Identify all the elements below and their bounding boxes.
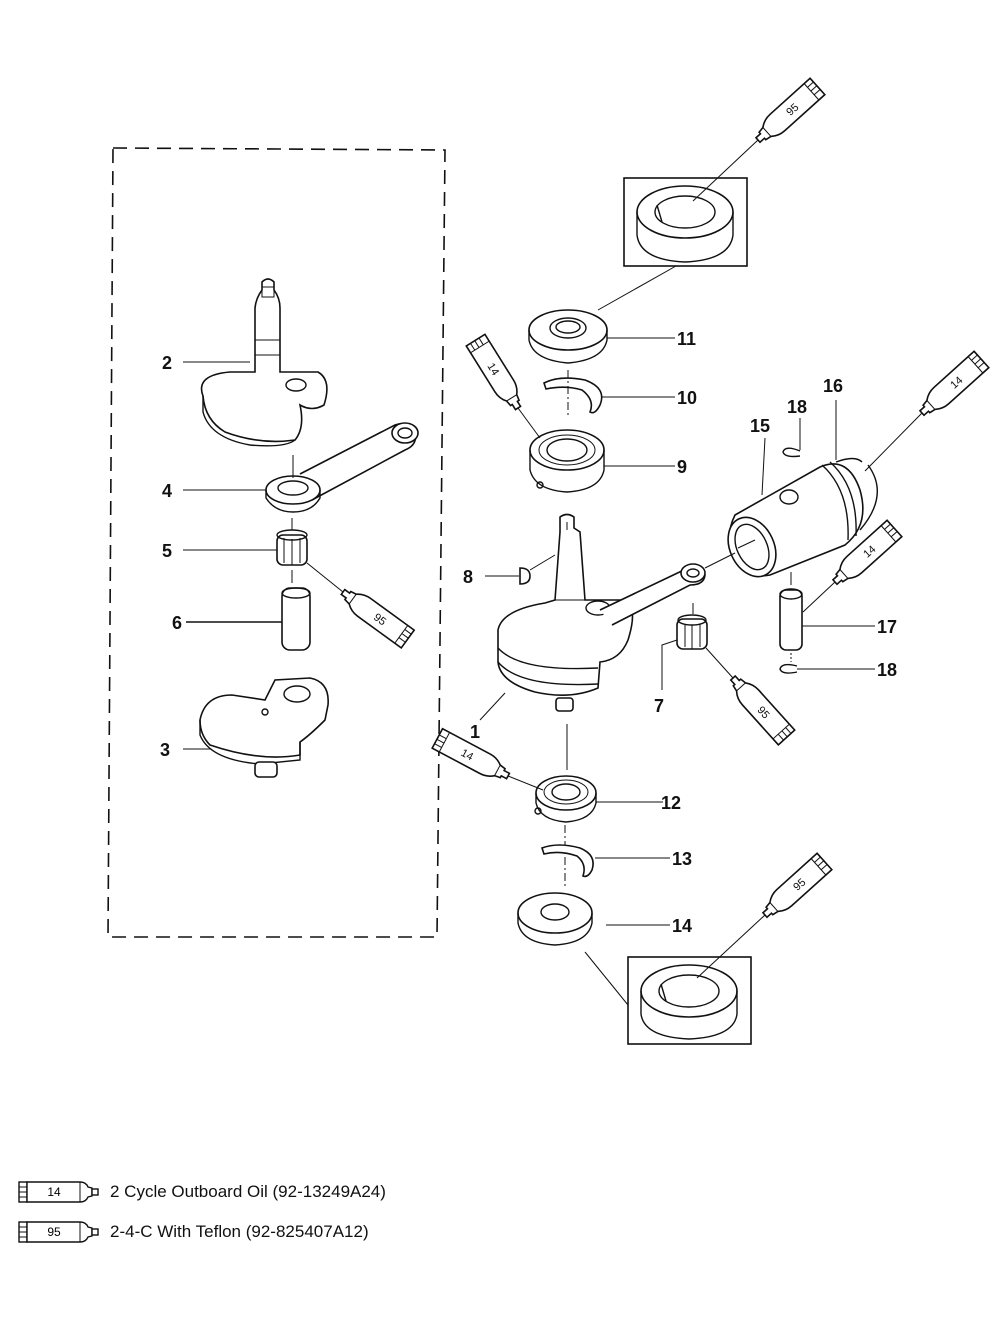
legend-item-grease: 95 2-4-C With Teflon (92-825407A12) xyxy=(18,1221,369,1243)
svg-text:14: 14 xyxy=(47,1185,61,1199)
callout-9: 9 xyxy=(677,457,687,477)
lubricant-tube-95-icon: 95 xyxy=(18,1221,99,1243)
callout-12: 12 xyxy=(661,793,681,813)
part-4-connecting-rod[interactable] xyxy=(265,422,419,513)
callout-17: 17 xyxy=(877,617,897,637)
seal-detail-bottom xyxy=(640,964,738,1040)
part-7-needle-bearing[interactable] xyxy=(676,614,708,650)
legend-grease-text: 2-4-C With Teflon (92-825407A12) xyxy=(110,1222,369,1241)
svg-text:95: 95 xyxy=(371,611,388,628)
part-17-piston-pin[interactable] xyxy=(779,588,803,651)
crankshaft-assembly-boundary xyxy=(107,147,446,938)
part-18-piston-pin-clip[interactable] xyxy=(779,663,798,674)
part-12-ball-bearing[interactable] xyxy=(534,775,597,823)
lubricant-tube-14-icon: 14 xyxy=(431,727,514,787)
part-15-piston[interactable] xyxy=(719,461,864,584)
callout-4: 4 xyxy=(162,481,172,501)
part-16-piston-ring[interactable] xyxy=(835,457,878,531)
lubricant-tube-14-icon: 14 xyxy=(18,1181,99,1203)
part-1-crankshaft-assembly[interactable] xyxy=(497,513,706,712)
part-9-ball-bearing[interactable] xyxy=(529,429,605,493)
callout-18-upper: 18 xyxy=(787,397,807,417)
callout-5: 5 xyxy=(162,541,172,561)
legend-oil-text: 2 Cycle Outboard Oil (92-13249A24) xyxy=(110,1182,386,1201)
callout-7: 7 xyxy=(654,696,664,716)
callout-11: 11 xyxy=(677,329,696,349)
part-6-crank-pin[interactable] xyxy=(281,587,311,651)
callout-15: 15 xyxy=(750,416,770,436)
lubricant-tube-95-icon: 95 xyxy=(724,669,796,746)
lubricant-tube-14-icon: 14 xyxy=(465,333,529,415)
legend-item-oil: 14 2 Cycle Outboard Oil (92-13249A24) xyxy=(18,1181,386,1203)
part-13-retaining-ring[interactable] xyxy=(540,844,594,878)
part-18-piston-pin-clip[interactable] xyxy=(782,447,801,458)
callout-6: 6 xyxy=(172,613,182,633)
callout-10: 10 xyxy=(677,388,697,408)
svg-text:14: 14 xyxy=(484,361,501,378)
part-10-retaining-ring[interactable] xyxy=(543,377,603,414)
callout-2: 2 xyxy=(162,353,172,373)
seal-detail-top xyxy=(636,185,734,263)
part-3-lower-crankshaft[interactable] xyxy=(199,677,329,778)
lubricant-tube-95-icon: 95 xyxy=(756,852,833,924)
lubricant-tube-14-icon: 14 xyxy=(913,350,990,422)
part-8-woodruff-key[interactable] xyxy=(519,567,531,585)
callout-18-lower: 18 xyxy=(877,660,897,680)
callout-8: 8 xyxy=(463,567,473,587)
lubricant-tube-95-icon: 95 xyxy=(335,582,415,649)
lubricant-tube-14-icon: 14 xyxy=(826,519,903,591)
part-2-upper-crankshaft[interactable] xyxy=(200,278,328,447)
svg-text:95: 95 xyxy=(47,1225,61,1239)
callout-14: 14 xyxy=(672,916,692,936)
part-14-oil-seal[interactable] xyxy=(517,892,593,946)
callout-3: 3 xyxy=(160,740,170,760)
lubricant-tube-95-icon: 95 xyxy=(749,77,826,149)
callout-16: 16 xyxy=(823,376,843,396)
part-5-needle-bearing[interactable] xyxy=(276,529,308,566)
callout-13: 13 xyxy=(672,849,692,869)
callout-1: 1 xyxy=(470,722,480,742)
svg-text:14: 14 xyxy=(459,747,475,763)
part-11-oil-seal[interactable] xyxy=(528,309,608,364)
